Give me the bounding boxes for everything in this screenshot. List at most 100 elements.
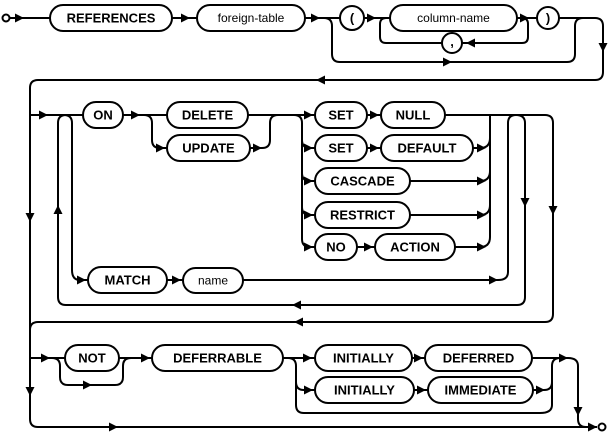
node-immediate-label: IMMEDIATE	[445, 383, 517, 398]
node-foreign-table: foreign-table	[196, 4, 306, 32]
node-deferrable-label: DEFERRABLE	[173, 351, 262, 366]
node-open-paren-label: (	[350, 11, 355, 26]
node-references-label: REFERENCES	[67, 11, 156, 26]
node-close-paren: )	[536, 6, 560, 30]
node-open-paren: (	[339, 5, 365, 31]
node-no: NO	[314, 233, 358, 261]
arrow	[477, 210, 486, 220]
node-default: DEFAULT	[380, 134, 474, 162]
arrow	[477, 176, 486, 186]
node-match: MATCH	[87, 266, 168, 294]
node-delete: DELETE	[166, 101, 249, 129]
start-node	[1, 13, 11, 23]
node-set-2-label: SET	[328, 141, 353, 156]
arrow	[304, 176, 313, 186]
node-cascade-label: CASCADE	[330, 174, 395, 189]
node-comma-label: ,	[450, 34, 454, 49]
node-on: ON	[82, 101, 124, 129]
rail-exit-line	[29, 114, 554, 331]
arrow	[417, 385, 426, 395]
arrow	[414, 353, 423, 363]
arrow	[304, 385, 313, 395]
node-name: name	[182, 267, 244, 294]
node-update: UPDATE	[166, 134, 251, 162]
node-cascade: CASCADE	[314, 167, 411, 195]
node-deferred: DEFERRED	[424, 344, 533, 372]
node-action: ACTION	[374, 233, 456, 261]
arrow	[370, 110, 379, 120]
node-default-label: DEFAULT	[398, 141, 457, 156]
arrow	[311, 13, 320, 23]
node-foreign-table-label: foreign-table	[218, 11, 285, 25]
node-action-label: ACTION	[390, 240, 440, 255]
arrow	[364, 242, 373, 252]
node-set-2: SET	[314, 134, 368, 162]
arrow	[489, 275, 498, 285]
node-no-label: NO	[326, 240, 346, 255]
rails	[9, 17, 604, 428]
arrow	[370, 143, 379, 153]
arrow	[466, 38, 475, 48]
arrow	[316, 75, 325, 85]
arrow	[588, 422, 597, 432]
arrow	[559, 353, 568, 363]
arrow	[25, 213, 35, 222]
node-references: REFERENCES	[49, 4, 173, 32]
rail-left-spine	[29, 88, 597, 428]
arrows	[15, 13, 608, 432]
node-not-label: NOT	[78, 351, 106, 366]
arrow	[181, 13, 190, 23]
arrow	[141, 353, 150, 363]
rail-initially-branch	[287, 357, 561, 414]
node-null: NULL	[380, 101, 446, 129]
arrow	[83, 380, 92, 390]
node-column-name-label: column-name	[417, 11, 490, 25]
arrow	[15, 13, 24, 23]
end-node	[597, 422, 607, 432]
arrow	[573, 407, 583, 416]
arrow	[292, 300, 301, 310]
node-comma: ,	[441, 32, 463, 54]
arrow	[156, 143, 165, 153]
node-deferrable: DEFERRABLE	[151, 344, 284, 372]
arrow	[598, 43, 608, 52]
arrow	[477, 143, 486, 153]
rail-loop-return-line	[57, 113, 526, 306]
rail-comma-loop-left	[379, 17, 442, 44]
arrow	[77, 275, 86, 285]
rail-skip-columns	[323, 17, 584, 63]
arrow	[477, 242, 486, 252]
node-set-1: SET	[314, 101, 368, 129]
arrow	[304, 210, 313, 220]
arrow	[39, 110, 48, 120]
node-not: NOT	[64, 344, 120, 372]
arrow	[367, 13, 376, 23]
node-delete-label: DELETE	[182, 108, 234, 123]
arrow	[172, 275, 181, 285]
arrow	[536, 385, 545, 395]
node-restrict: RESTRICT	[314, 201, 411, 229]
arrow	[548, 206, 558, 215]
node-restrict-label: RESTRICT	[330, 208, 395, 223]
arrow	[41, 353, 50, 363]
node-set-1-label: SET	[328, 108, 353, 123]
node-deferred-label: DEFERRED	[443, 351, 515, 366]
arrow	[131, 110, 140, 120]
arrow	[25, 387, 35, 396]
rail-update-merge	[250, 114, 279, 149]
arrow	[294, 317, 303, 327]
node-initially-2-label: INITIALLY	[334, 383, 395, 398]
rail-final-down	[532, 357, 587, 428]
node-column-name: column-name	[389, 4, 518, 32]
arrow	[304, 143, 313, 153]
node-initially-2: INITIALLY	[314, 376, 415, 404]
arrow	[53, 205, 63, 214]
arrow	[304, 110, 313, 120]
node-update-label: UPDATE	[182, 141, 235, 156]
node-immediate: IMMEDIATE	[427, 376, 534, 404]
arrow	[304, 242, 313, 252]
arrow	[443, 57, 452, 67]
